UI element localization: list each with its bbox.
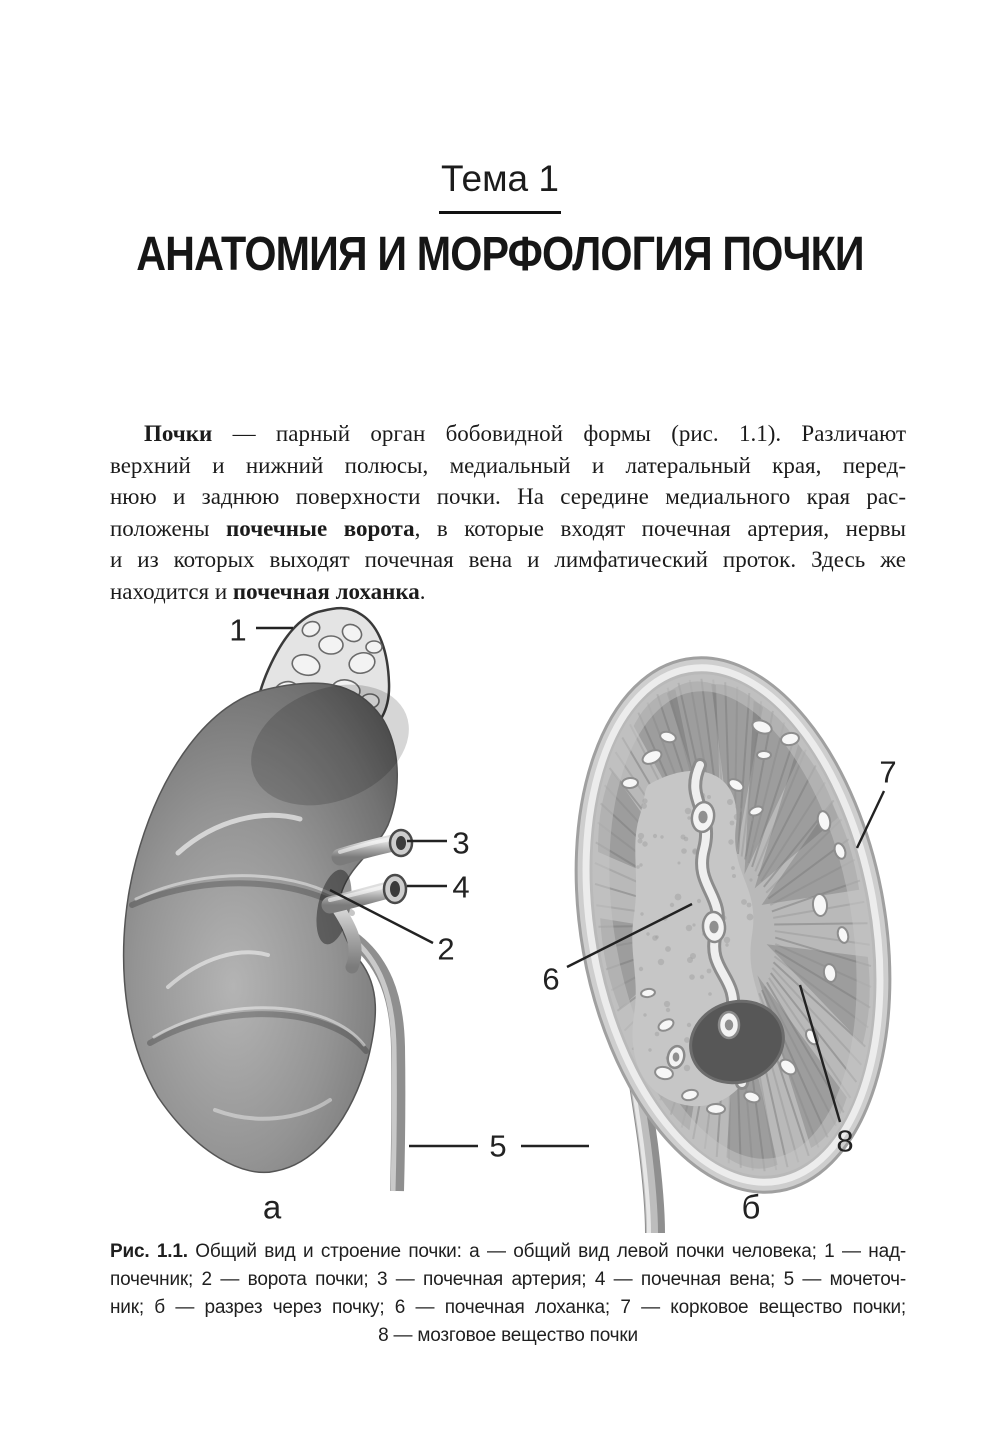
figure-label-8: 8 — [836, 1123, 854, 1159]
kidney-cross-section — [574, 656, 892, 1233]
figure-label-6: 6 — [542, 961, 560, 997]
term-renal-hilum: почечные ворота — [226, 515, 415, 541]
chapter-kicker: Тема 1 — [439, 158, 561, 214]
body-paragraph: Почки — парный орган бобовидной формы (р… — [110, 418, 906, 607]
caption-line: Рис. 1.1. Общий вид и строение почки: а … — [110, 1241, 906, 1262]
paragraph-line: находится и почечная лоханка. — [110, 578, 426, 604]
kidney-external-view — [122, 606, 414, 1192]
caption-line: почечник; 2 — ворота почки; 3 — почечная… — [110, 1269, 906, 1290]
paragraph-line: и из которых выходят почечная вена и лим… — [110, 547, 906, 572]
figure-label-7: 7 — [879, 754, 897, 790]
figure-letter-b: б — [741, 1188, 761, 1226]
figure-letter-a: а — [262, 1188, 282, 1226]
term-renal-pelvis: почечная лоханка — [232, 578, 420, 604]
caption-line: ник; б — разрез через почку; 6 — почечна… — [110, 1297, 906, 1318]
figure-label-5: 5 — [489, 1128, 507, 1164]
kidney-illustration — [122, 606, 892, 1233]
chapter-title: АНАТОМИЯ И МОРФОЛОГИЯ ПОЧКИ — [136, 228, 864, 281]
caption-line: 8 — мозговое вещество почки — [378, 1325, 638, 1346]
paragraph-line: верхний и нижний полюсы, медиальный и ла… — [110, 452, 906, 478]
caption-figno: Рис. 1.1. — [110, 1241, 188, 1262]
figure-label-4: 4 — [452, 869, 470, 905]
figure-label-1: 1 — [229, 612, 247, 648]
term-kidneys: Почки — [144, 421, 213, 446]
figure-caption: Рис. 1.1. Общий вид и строение почки: а … — [110, 1238, 906, 1350]
leader-lines — [256, 626, 886, 1148]
figure-label-3: 3 — [452, 825, 470, 861]
figure-label-2: 2 — [437, 931, 455, 967]
figure-1-1: 1 3 4 2 5 7 6 8 а б — [0, 605, 1000, 1233]
paragraph-line: нюю и заднюю поверхности почки. На серед… — [110, 484, 906, 509]
paragraph-line: Почки — парный орган бобовидной формы (р… — [144, 421, 906, 446]
paragraph-line: положены почечные ворота, в которые вход… — [110, 515, 907, 541]
